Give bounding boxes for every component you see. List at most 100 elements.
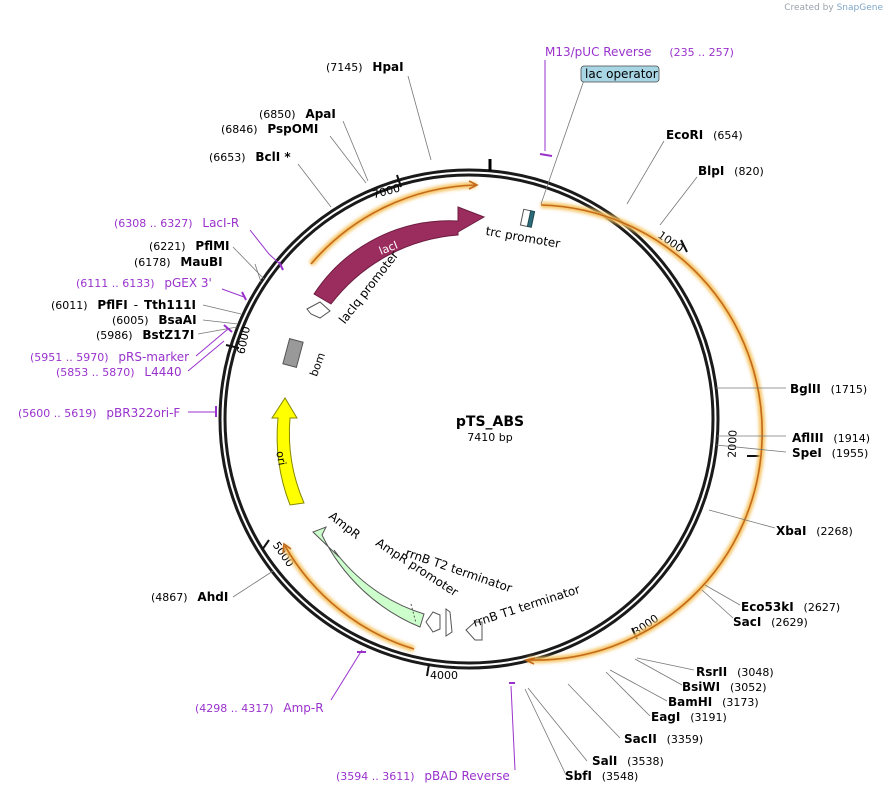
enzyme-rsrii[interactable]: RsrII (3048) [696,665,774,679]
enzyme-blpi-pos: (820) [734,165,764,178]
snapgene-watermark: Created by SnapGene [784,3,883,13]
enzyme-pflmi[interactable]: (6221) PflMI [149,239,230,253]
leader-maubi [254,263,262,283]
enzyme-bcli[interactable]: (6653) BclI * [209,150,291,164]
primer-pbad-reverse[interactable]: (3594 .. 3611) pBAD Reverse [336,769,510,783]
leader-bstz17i [197,326,238,335]
leader-sbfi [524,688,567,776]
enzyme-eagi-pos: (3191) [690,711,727,724]
enzyme-hpai[interactable]: (7145) HpaI [326,60,404,74]
mark-pgex3 [241,291,247,301]
enzyme-sacii-name: SacII [624,732,657,746]
enzyme-bstz17i[interactable]: (5986) BstZ17I [96,328,194,342]
lac-operator-box[interactable] [580,65,660,83]
enzyme-bsaai[interactable]: (6005) BsaAI [112,313,197,327]
trc-promoter-label: trc promoter [485,224,562,251]
backbone-inner-ring [223,173,715,665]
rrnb-t1-terminator-mark[interactable] [465,621,483,641]
enzyme-sali-pos: (3538) [627,755,664,768]
primer-pgex3[interactable]: (6111 .. 6133) pGEX 3' [76,276,212,290]
enzyme-bcli-name: BclI * [255,150,291,164]
leader-rsrii [636,657,695,671]
enzyme-bglii[interactable]: BglII (1715) [790,382,867,396]
leader-bsaai [202,319,239,325]
tick-label-2000: 2000 [726,430,740,458]
leader-amp-r [330,649,363,701]
leader-pflfi [202,304,242,315]
enzyme-maubi[interactable]: (6178) MauBI [134,255,223,269]
enzyme-pflfi-name: PflFI [97,298,127,312]
enzyme-maubi-pos: (6178) [134,256,171,269]
enzyme-ecori[interactable]: EcoRI (654) [666,128,743,142]
primer-leaders [187,60,553,771]
primer-amp-r-name: Amp-R [283,701,323,715]
enzyme-bamhi[interactable]: BamHI (3173) [668,695,759,709]
mark-m13-puc-reverse [539,153,553,157]
enzyme-blpi[interactable]: BlpI (820) [698,164,764,178]
primer-amp-r-range: (4298 .. 4317) [195,702,274,715]
lac-operator-label: lac operator [585,67,658,81]
enzyme-saci-pos: (2629) [771,616,808,629]
enzyme-pflfi-pos: (6011) [51,299,88,312]
enzyme-xbai[interactable]: XbaI (2268) [776,524,853,538]
enzyme-bglii-pos: (1715) [831,383,868,396]
enzyme-sbfi[interactable]: SbfI (3548) [565,769,638,783]
enzyme-hpai-pos: (7145) [326,61,363,74]
primer-amp-r[interactable]: (4298 .. 4317) Amp-R [195,701,324,715]
enzyme-bglii-name: BglII [790,382,821,396]
enzyme-bamhi-pos: (3173) [722,696,759,709]
enzyme-bsiwi[interactable]: BsiWI (3052) [682,680,767,694]
bom-feature[interactable] [282,338,304,368]
watermark-created-by: Created by [784,3,834,13]
enzyme-bsaai-name: BsaAI [158,313,196,327]
orf-arc-bottom-left [284,545,415,650]
primer-prs-marker[interactable]: (5951 .. 5970) pRS-marker [30,350,189,364]
leader-pbad-reverse [510,685,516,771]
primer-laci-r[interactable]: (6308 .. 6327) LacI-R [114,216,239,230]
ampr-feature[interactable] [312,526,425,628]
laci-feature[interactable] [313,206,486,305]
enzyme-saci[interactable]: SacI (2629) [733,615,808,629]
enzyme-spei[interactable]: SpeI (1955) [792,446,868,460]
primer-pbad-reverse-range: (3594 .. 3611) [336,770,415,783]
enzyme-sacii-pos: (3359) [667,733,704,746]
tick-label-7000: 7000 [371,182,401,202]
laciq-promoter-arrow[interactable] [306,301,331,319]
primer-l4440[interactable]: (5853 .. 5870) L4440 [56,365,182,379]
primer-pbad-reverse-name: pBAD Reverse [424,769,509,783]
enzyme-eagi[interactable]: EagI (3191) [651,710,727,724]
lac-operator-leader [540,79,585,205]
mark-prs-marker [223,324,233,333]
enzyme-apai-name: ApaI [305,107,335,121]
leader-spei [715,444,787,453]
enzyme-sali[interactable]: SalI (3538) [592,754,664,768]
enzyme-sbfi-pos: (3548) [602,770,639,783]
enzyme-sbfi-name: SbfI [565,769,592,783]
enzyme-pspomi[interactable]: (6846) PspOMI [221,122,318,136]
ampr-promoter-arrow[interactable] [425,611,441,633]
leader-pflmi [232,246,266,281]
ori-feature[interactable] [271,397,305,506]
primer-l4440-range: (5853 .. 5870) [56,366,135,379]
primer-pbr322ori-f[interactable]: (5600 .. 5619) pBR322ori-F [18,406,180,420]
leader-bamhi [609,669,668,702]
lac-operator-mark[interactable] [526,210,536,228]
primer-m13-puc-reverse[interactable]: M13/pUC Reverse (235 .. 257) [545,45,734,59]
enzyme-spei-pos: (1955) [832,447,869,460]
enzyme-ahdi[interactable]: (4867) AhdI [151,590,228,604]
enzyme-eco53ki[interactable]: Eco53kI (2627) [741,600,840,614]
enzyme-pflfi[interactable]: (6011) PflFI- Tth111I [51,298,196,312]
enzyme-maubi-name: MauBI [180,255,222,269]
enzyme-apai[interactable]: (6850) ApaI [259,107,336,121]
enzyme-eco53ki-name: Eco53kI [741,600,794,614]
enzyme-afliii[interactable]: AflIII (1914) [792,431,870,445]
tick-6000 [225,344,240,349]
primer-pbr322ori-f-range: (5600 .. 5619) [18,407,97,420]
enzyme-xbai-name: XbaI [776,524,806,538]
ampr-dashed-edge [410,603,417,624]
enzyme-sacii[interactable]: SacII (3359) [624,732,703,746]
enzyme-hpai-name: HpaI [372,60,403,74]
rrnb-t2-terminator-mark[interactable] [445,608,453,637]
enzyme-pflmi-pos: (6221) [149,240,186,253]
